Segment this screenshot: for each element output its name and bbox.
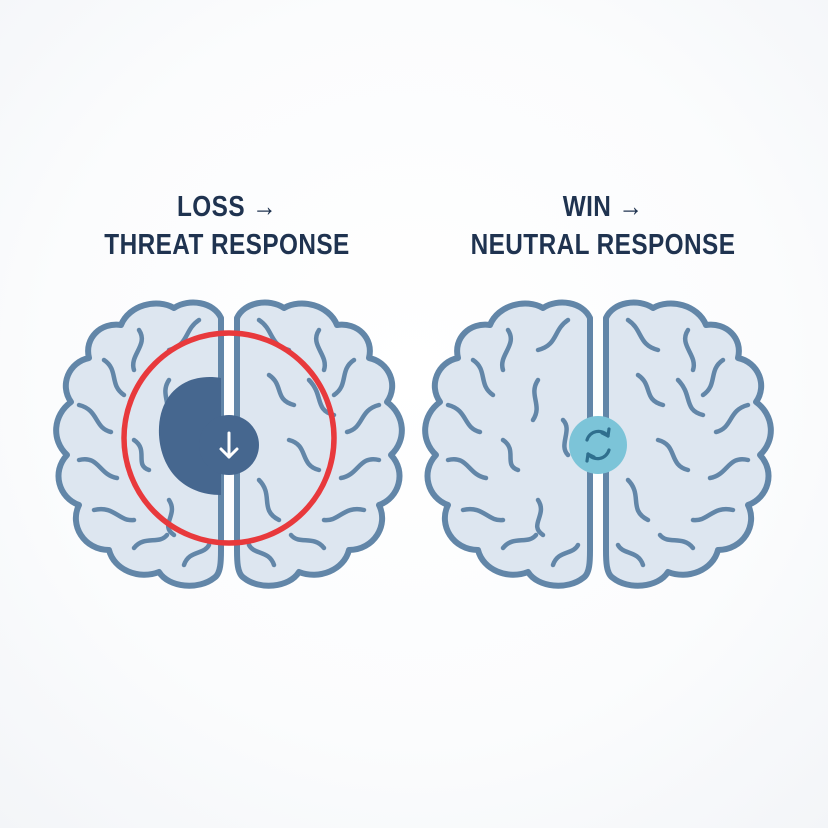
refresh-cycle-icon (585, 427, 611, 463)
brain-folds-right (615, 317, 751, 568)
threat-brain-illustration (53, 299, 405, 589)
win-title-line2: NEUTRAL RESPONSE (470, 229, 736, 261)
loss-title-line2: THREAT RESPONSE (104, 229, 350, 261)
loss-title: LOSS → THREAT RESPONSE (53, 188, 401, 264)
arrow-down-icon (219, 431, 239, 459)
brain-right-hemisphere (234, 299, 405, 589)
neutral-activation-node (569, 416, 627, 474)
brain-right-hemisphere (603, 299, 774, 589)
threat-highlight-ring (121, 330, 337, 546)
win-title-line1: WIN → (562, 191, 644, 223)
neutral-brain-illustration (422, 299, 774, 589)
threat-activation-region (158, 377, 221, 495)
win-title: WIN → NEUTRAL RESPONSE (429, 188, 777, 264)
loss-title-line1: LOSS → (177, 191, 277, 223)
brain-folds-left (445, 317, 581, 568)
win-panel: WIN → NEUTRAL RESPONSE (414, 0, 828, 828)
loss-panel: LOSS → THREAT RESPONSE (53, 188, 405, 589)
